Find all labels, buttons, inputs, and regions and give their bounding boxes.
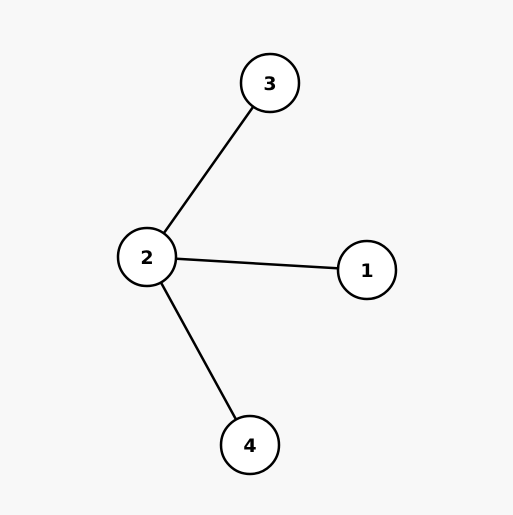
edge-2-3 <box>145 81 272 259</box>
node-2-circle <box>116 226 178 288</box>
node-2-label: 2 <box>140 247 153 269</box>
node-1: 1 <box>336 239 398 301</box>
node-3-circle <box>239 52 301 114</box>
node-2: 2 <box>116 226 178 288</box>
edge-2-4 <box>145 255 252 447</box>
node-3: 3 <box>239 52 301 114</box>
node-4-label: 4 <box>243 435 256 457</box>
node-1-circle <box>336 239 398 301</box>
node-4-circle <box>219 414 281 476</box>
edges-layer <box>145 81 369 447</box>
node-1-label: 1 <box>360 260 373 282</box>
nodes-layer: 3 2 1 4 <box>116 52 398 476</box>
edge-2-1 <box>145 255 369 272</box>
node-4: 4 <box>219 414 281 476</box>
node-3-label: 3 <box>263 73 276 95</box>
